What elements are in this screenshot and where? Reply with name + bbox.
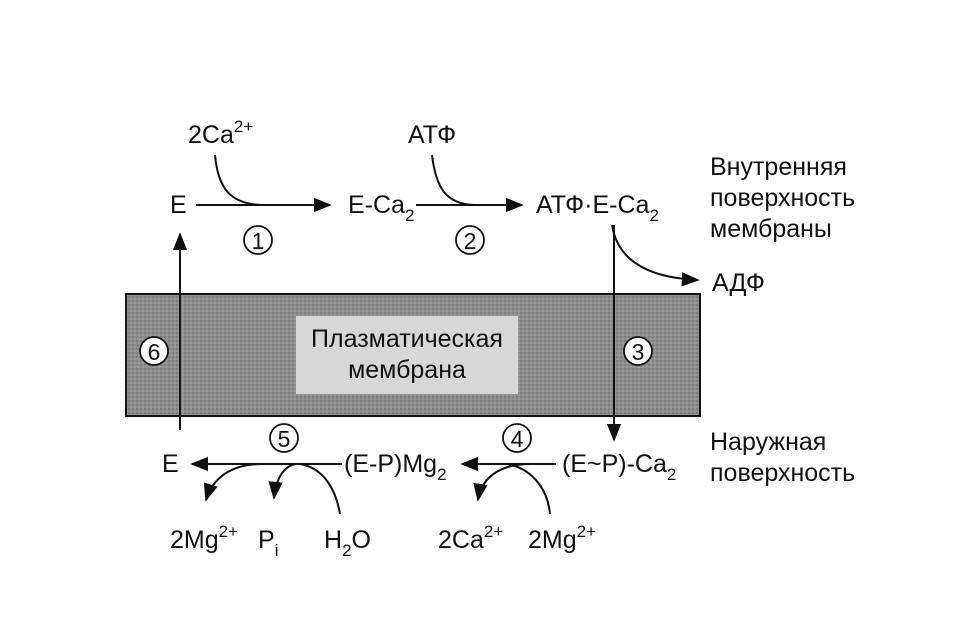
step-4-marker: 4 [502, 423, 532, 453]
species-atp-in: АТФ [408, 121, 456, 149]
species-pi-out: Pi [258, 526, 278, 560]
inner-surface-line2: поверхность [710, 184, 855, 212]
svg-text:4: 4 [511, 426, 524, 452]
step-3-marker: 3 [623, 336, 653, 366]
step-1-marker: 1 [243, 225, 273, 255]
species-mg-out: 2Mg2+ [170, 522, 238, 554]
outer-surface-line1: Наружная [710, 428, 826, 456]
step-5-marker: 5 [269, 423, 299, 453]
svg-text:6: 6 [148, 339, 161, 365]
svg-text:5: 5 [278, 426, 291, 452]
species-mg-in: 2Mg2+ [528, 522, 596, 554]
species-e-top: E [170, 191, 187, 219]
svg-text:3: 3 [632, 339, 645, 365]
species-adp-out: АДФ [712, 269, 765, 297]
svg-text:1: 1 [252, 228, 265, 254]
h2o-binding-curve [299, 463, 341, 515]
species-ep-mg2: (E-P)Mg2 [344, 450, 447, 484]
inner-surface-line1: Внутренняя [710, 153, 847, 181]
atp-binding-curve [431, 154, 475, 206]
membrane-label-line2: мембрана [348, 356, 466, 384]
ca-release-arrow [473, 463, 531, 502]
species-ca-out: 2Ca2+ [438, 522, 503, 554]
inner-surface-line3: мембраны [710, 215, 832, 243]
species-e-ca2: E-Ca2 [348, 191, 414, 225]
outer-surface-line2: поверхность [710, 459, 855, 487]
membrane-label-box [296, 316, 518, 394]
membrane-label-line1: Плазматическая [311, 325, 503, 353]
species-ca-in: 2Ca2+ [188, 117, 253, 149]
step-6-marker: 6 [139, 336, 169, 366]
svg-text:2: 2 [464, 228, 477, 254]
mg-binding-curve [507, 463, 551, 515]
adp-release-arrow [611, 224, 700, 287]
species-atp-e-ca2: АТФ·E-Ca2 [536, 191, 659, 225]
species-e-bottom: E [162, 450, 179, 478]
step-2-marker: 2 [455, 225, 485, 255]
species-h2o-in: H2O [324, 526, 371, 560]
pi-release-arrow [268, 463, 297, 500]
species-ep-ca2: (E~P)-Ca2 [562, 450, 676, 484]
mg-release-arrow [203, 463, 263, 502]
ca-binding-curve [214, 154, 263, 206]
